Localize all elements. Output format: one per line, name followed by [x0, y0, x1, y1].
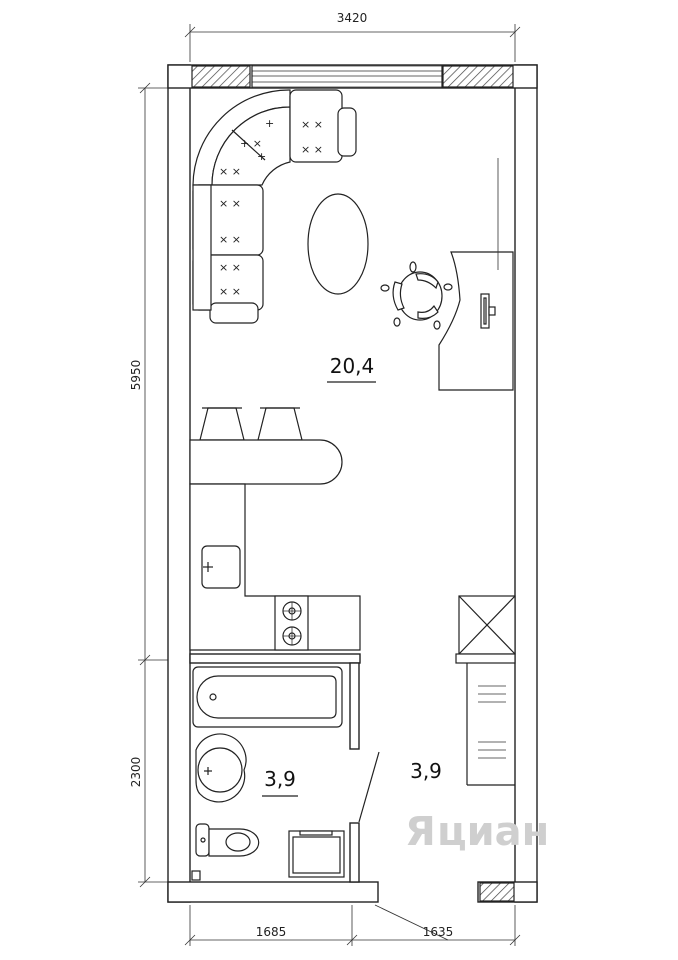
bathtub [192, 666, 343, 728]
dimension-left: 5950 2300 [129, 82, 195, 888]
svg-text:+: + [257, 150, 266, 163]
bathroom-walls [189, 653, 380, 883]
dimension-bottom-left-label: 1685 [256, 925, 287, 939]
svg-text:+ ×: + × [240, 137, 262, 150]
toilet [195, 823, 260, 857]
desk [438, 158, 514, 391]
oval-table [307, 193, 369, 295]
dimension-left-lower-label: 2300 [129, 757, 143, 788]
svg-text:× ×: × × [219, 165, 241, 178]
svg-text:× ×: × × [219, 197, 241, 210]
bar-counter [189, 439, 343, 485]
watermark-logo-icon: Я [405, 809, 436, 855]
svg-text:× ×: × × [219, 233, 241, 246]
svg-text:× ×: × × [219, 285, 241, 298]
wardrobe [455, 595, 516, 786]
main-room-area-label: 20,4 [330, 354, 375, 378]
office-chair [380, 261, 453, 330]
walls [167, 64, 538, 903]
dimension-top-label: 3420 [337, 11, 368, 25]
svg-text:× ×: × × [219, 261, 241, 274]
hall-area-label: 3,9 [410, 759, 442, 783]
corner-sofa: × × × × + + × + × × × × × × × × × × [192, 89, 357, 324]
bar-stools [199, 407, 303, 441]
dimension-top: 3420 [184, 11, 521, 62]
sink [195, 733, 247, 803]
svg-text:× ×: × × [301, 143, 323, 156]
kitchen [189, 483, 361, 651]
dimension-left-upper-label: 5950 [129, 360, 143, 391]
dimension-bottom-right-label: 1635 [423, 925, 454, 939]
svg-text:× ×: × × [301, 118, 323, 131]
watermark: Я циан [405, 809, 549, 855]
svg-text:+: + [265, 117, 274, 130]
dimension-bottom: 1685 1635 [184, 904, 521, 946]
bathroom-area-label: 3,9 [264, 767, 296, 791]
watermark-text: циан [437, 809, 549, 855]
washing-machine [288, 830, 345, 878]
